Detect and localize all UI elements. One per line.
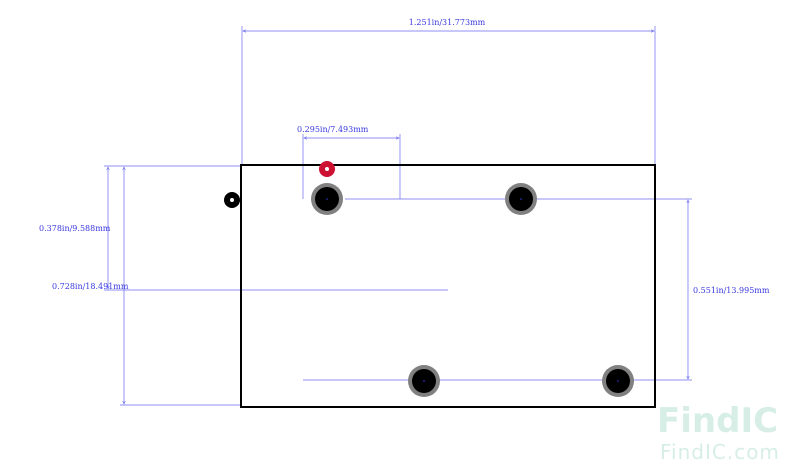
pad-4: [602, 365, 634, 397]
dim-overall-width: 1.251in/31.773mm: [241, 18, 656, 166]
dim-pin-offset-label: 0.295in/7.493mm: [297, 125, 369, 134]
dim-upper-height: 0.378in/9.588mm: [39, 165, 448, 291]
pin1-marker: [319, 161, 335, 177]
dim-overall-height-label: 0.728in/18.491mm: [52, 282, 129, 291]
dim-pin-offset: 0.295in/7.493mm: [297, 125, 401, 199]
dim-upper-height-label: 0.378in/9.588mm: [39, 224, 111, 233]
dim-overall-height: 0.728in/18.491mm: [52, 167, 242, 406]
watermark-domain: FindIC.com: [660, 440, 780, 464]
dim-pin-row-spacing: 0.551in/13.995mm: [303, 198, 770, 381]
pad-3: [408, 365, 440, 397]
watermark-logo: FindIC FindIC.com: [657, 401, 780, 464]
component-outline: [240, 164, 656, 408]
dim-pin-row-spacing-label: 0.551in/13.995mm: [693, 286, 770, 295]
dim-overall-width-label: 1.251in/31.773mm: [409, 18, 486, 27]
pad-2: [505, 183, 537, 215]
watermark-find: Find: [657, 401, 740, 441]
svg-text:FindIC: FindIC: [657, 401, 778, 441]
pad-1: [311, 183, 343, 215]
watermark-ic: IC: [740, 401, 778, 441]
origin-marker: [224, 192, 240, 208]
